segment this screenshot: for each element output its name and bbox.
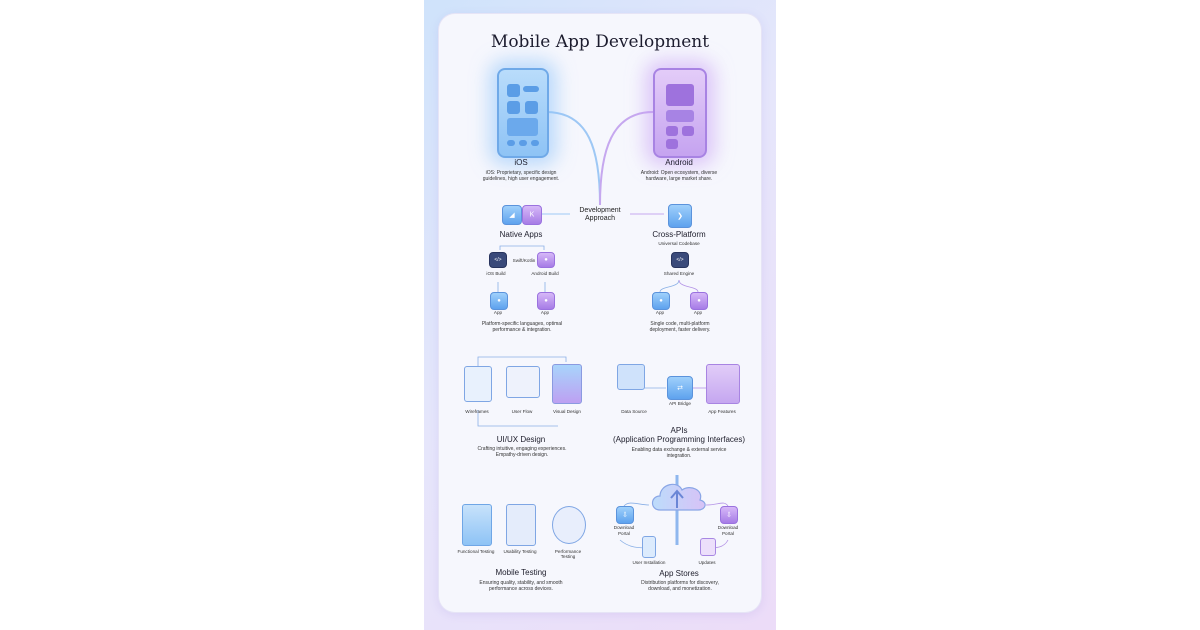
download-icon: ⇩ xyxy=(616,506,634,524)
download-portal-right-label: Download Portal xyxy=(717,525,739,536)
swift-kotlin-label: Swift/Kotlin xyxy=(512,258,536,263)
api-bridge-icon: ⇄ xyxy=(667,376,693,400)
mobile-testing-title: Mobile Testing xyxy=(495,568,547,577)
api-bridge-label: API Bridge xyxy=(669,401,691,406)
ios-build-label: iOS Build xyxy=(486,271,506,276)
updates-icon xyxy=(700,538,716,556)
native-app-label: App xyxy=(493,310,503,315)
user-flow-label: User Flow xyxy=(511,409,533,414)
android-description: Android: Open ecosystem, diverse hardwar… xyxy=(640,170,718,182)
magnifier-check-icon xyxy=(462,504,492,546)
ios-bar-icon xyxy=(523,86,539,92)
cross-platform-description: Single code, multi-platform deployment, … xyxy=(649,321,711,333)
download-portal-left-label: Download Portal xyxy=(613,525,635,536)
layers-icon xyxy=(525,101,538,114)
flutter-icon: ❯ xyxy=(668,204,692,228)
app-stores-title: App Stores xyxy=(659,569,699,578)
apis-title: APIs xyxy=(670,426,688,435)
cloud-icon xyxy=(651,483,706,511)
uiux-title: UI/UX Design xyxy=(496,435,546,444)
user-installation-label: User Installation xyxy=(632,560,666,565)
android-app-icon: ● xyxy=(690,292,708,310)
android-build-label: Android Build xyxy=(531,271,559,276)
wireframes-label: Wireframes xyxy=(465,409,489,414)
functional-testing-label: Functional Testing xyxy=(457,549,495,554)
wireframe-icon xyxy=(464,366,492,402)
visual-design-icon xyxy=(552,364,582,404)
apis-subtitle: (Application Programming Interfaces) xyxy=(612,435,746,444)
user-flow-icon xyxy=(506,366,540,398)
usability-testing-label: Usability Testing xyxy=(503,549,537,554)
ios-app-tile-icon xyxy=(507,84,520,97)
swift-icon: ◢ xyxy=(502,205,522,225)
usability-phone-icon xyxy=(506,504,536,546)
ios-title: iOS xyxy=(514,158,528,167)
page-title: Mobile App Development xyxy=(490,32,710,52)
gear-icon xyxy=(682,126,694,136)
native-apps-title: Native Apps xyxy=(499,230,543,239)
phone-install-icon xyxy=(642,536,656,558)
android-phone-icon xyxy=(653,68,707,158)
dock-icon xyxy=(531,140,539,146)
visual-design-label: Visual Design xyxy=(552,409,581,414)
ios-description: iOS: Proprietary, specific design guidel… xyxy=(482,170,560,182)
data-source-label: Data Source xyxy=(621,409,647,414)
android-robot-icon xyxy=(666,84,694,106)
uiux-description: Crafting intuitive, engaging experiences… xyxy=(477,446,567,458)
app-features-icon xyxy=(706,364,740,404)
kotlin-icon: K xyxy=(522,205,542,225)
android-icon: ● xyxy=(537,252,555,268)
chart-icon xyxy=(666,139,678,149)
appstore-icon xyxy=(507,118,538,136)
content-card xyxy=(439,14,761,612)
ios-phone-icon xyxy=(497,68,549,158)
shared-engine-label: Shared Engine xyxy=(663,271,695,276)
stopwatch-icon xyxy=(552,506,586,544)
android-bar-icon xyxy=(666,110,694,122)
home-icon xyxy=(507,101,520,114)
performance-testing-label: Performance Testing xyxy=(554,549,582,559)
user-icon xyxy=(666,126,678,136)
cross-app-label: App xyxy=(693,310,703,315)
android-app-icon: ● xyxy=(537,292,555,310)
android-title: Android xyxy=(665,158,693,167)
cross-platform-title: Cross-Platform xyxy=(652,230,706,239)
code-editor-icon: </> xyxy=(671,252,689,268)
database-icon xyxy=(617,364,645,390)
native-description: Platform-specific languages, optimal per… xyxy=(481,321,563,333)
cross-platform-subtitle: Universal Codebase xyxy=(658,241,700,246)
dock-icon xyxy=(519,140,527,146)
mobile-testing-description: Ensuring quality, stability, and smooth … xyxy=(479,580,563,592)
code-editor-icon: </> xyxy=(489,252,507,268)
infographic-poster: Mobile App Development iOS iOS: Propriet… xyxy=(424,0,776,630)
apis-description: Enabling data exchange & external servic… xyxy=(631,447,727,459)
apple-app-icon: ● xyxy=(490,292,508,310)
android-app-icon: ● xyxy=(652,292,670,310)
app-features-label: App Features xyxy=(708,409,736,414)
dock-icon xyxy=(507,140,515,146)
app-stores-description: Distribution platforms for discovery, do… xyxy=(641,580,719,592)
cross-app-label: App xyxy=(655,310,665,315)
updates-label: Updates xyxy=(698,560,716,565)
download-icon: ⇩ xyxy=(720,506,738,524)
native-app-label: App xyxy=(540,310,550,315)
development-approach-label: Development Approach xyxy=(579,207,621,222)
